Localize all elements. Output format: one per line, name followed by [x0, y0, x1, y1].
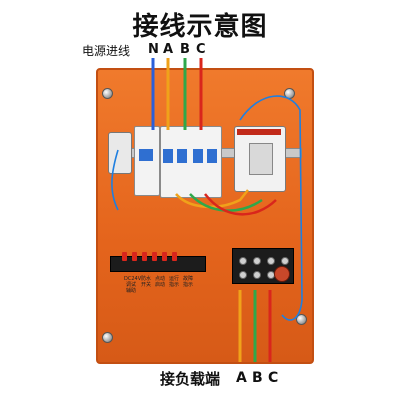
panel-screw: [102, 332, 113, 343]
wire-c-link: [204, 193, 277, 216]
load-label: 接负载端: [160, 370, 221, 388]
wire-tag: [172, 252, 177, 261]
terminal-label: 点动 启动: [154, 276, 165, 288]
wire-tag: [132, 252, 137, 261]
contactor: [234, 126, 286, 192]
wire-control-left: [111, 149, 119, 211]
terminal-label: 防水 开关: [140, 276, 151, 288]
wire-control-right: [239, 95, 303, 321]
overload-relay: [274, 266, 290, 282]
wire-tag: [122, 252, 127, 261]
phase-label-a: A: [163, 42, 174, 57]
load-phase-b: B: [252, 370, 263, 386]
wire-tag: [152, 252, 157, 261]
terminal-label: 运行 指示: [168, 276, 179, 288]
control-panel: DC24V 调试 辅助 防水 开关 点动 启动 运行 指示 故障 指示: [96, 68, 314, 364]
terminal-label: 故障 指示: [182, 276, 193, 288]
wire-a-link: [175, 189, 249, 209]
breaker-1p: [134, 126, 160, 196]
phase-label-b: B: [180, 42, 190, 57]
breaker-3p: [160, 126, 222, 198]
phase-label-c: C: [196, 42, 206, 57]
load-phase-a: A: [236, 370, 247, 386]
panel-screw: [102, 88, 113, 99]
page-title: 接线示意图: [132, 12, 268, 42]
load-phase-c: C: [268, 370, 279, 386]
wire-tag: [142, 252, 147, 261]
panel-screw: [296, 314, 307, 325]
terminal-label: DC24V 调试 辅助: [124, 276, 142, 294]
wire-b-link: [189, 193, 263, 212]
wire-tag: [162, 252, 167, 261]
phase-label-n: N: [148, 42, 159, 57]
relay: [108, 132, 132, 174]
source-label: 电源进线: [82, 44, 131, 58]
